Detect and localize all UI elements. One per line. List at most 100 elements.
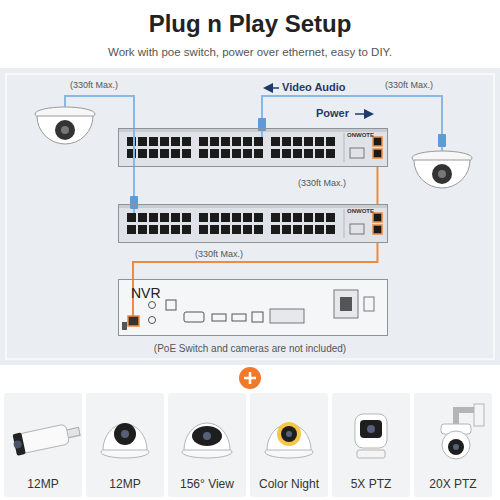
switch-box: ONWOTE (118, 204, 388, 243)
io-port (166, 300, 176, 310)
camera-face (12, 432, 25, 455)
product-tile (332, 393, 410, 497)
product-tile (414, 393, 492, 497)
product-tile: 5X PTZ (332, 393, 410, 497)
camera-base (357, 450, 385, 458)
camera-lens (286, 431, 292, 437)
switch-body (118, 204, 388, 243)
camera-lens (61, 126, 69, 134)
product-tile (168, 393, 246, 497)
audio-jack (149, 317, 156, 324)
ports (127, 213, 193, 234)
ports (271, 137, 337, 158)
ports (199, 137, 265, 158)
plus-badge (239, 367, 261, 389)
switch-box: ONWOTE (118, 128, 388, 167)
port-bank (271, 137, 337, 158)
mount-arm (456, 410, 474, 424)
ports (271, 213, 337, 234)
camera-lens (55, 120, 75, 140)
turret-camera (265, 422, 313, 458)
distance-note: (330ft Max.) (385, 80, 455, 90)
camera-lens (438, 170, 446, 178)
camera-lens (432, 164, 452, 184)
product-label: Color Night (250, 478, 328, 492)
panel-frame (6, 74, 494, 359)
rj45-plug (130, 196, 138, 209)
camera-lens (121, 430, 129, 438)
rj45-plug (438, 134, 446, 147)
cable-connector (376, 167, 378, 204)
product-tile: 12MP (4, 393, 82, 497)
subtitle: Work with poe switch, power over etherne… (0, 46, 500, 59)
dome-camera (412, 151, 472, 188)
product-label: 12MP (4, 478, 82, 492)
note: (PoE Switch and cameras are not included… (0, 343, 500, 355)
port-bank (127, 137, 193, 158)
divider (344, 133, 345, 162)
uplink-port (373, 137, 382, 146)
hdmi-port (232, 314, 246, 321)
signal-arrow (265, 87, 279, 89)
camera-face (448, 439, 464, 455)
panel (0, 68, 500, 365)
camera-face (114, 423, 136, 445)
product-label: 12MP (86, 478, 164, 492)
nvr-box: NVR (118, 279, 388, 336)
lan-port (128, 316, 139, 326)
ptz-camera (441, 404, 484, 459)
distance-note: (330ft Max.) (298, 178, 373, 188)
product-tile (4, 393, 82, 497)
power-switch (350, 224, 364, 234)
device-label: NVR (131, 285, 191, 301)
port-bank (199, 213, 265, 234)
title: Plug n Play Setup (0, 10, 500, 38)
hdmi-port (212, 314, 226, 321)
camera-body (267, 424, 311, 450)
ports (127, 137, 193, 158)
camera-body (103, 424, 147, 450)
distance-note: (330ft Max.) (70, 80, 140, 90)
turret-camera (101, 423, 149, 458)
usb-port (122, 322, 127, 330)
bullet-camera (11, 421, 81, 456)
product-tile: 12MP (86, 393, 164, 497)
terminal-block (270, 309, 304, 323)
lan-port (252, 312, 263, 322)
uplink-port (373, 213, 382, 222)
signal-label: Video Audio (282, 81, 372, 94)
camera-face (281, 426, 297, 442)
vga-port (184, 312, 204, 322)
brand-label: ONWOTE (347, 132, 375, 139)
rj45-plug (258, 118, 266, 131)
product-tile: 20X PTZ (414, 393, 492, 497)
cable-connector (133, 243, 377, 279)
uplink-port (373, 149, 382, 158)
wall-mount (474, 404, 484, 426)
distance-note: (330ft Max.) (195, 249, 270, 259)
power-switch (364, 297, 374, 311)
camera-lens (203, 432, 211, 440)
power-arrow (355, 113, 372, 115)
port-bank (199, 137, 265, 158)
audio-jack (149, 302, 156, 309)
camera-dome (37, 116, 93, 144)
product-label: 156° View (168, 478, 246, 492)
ports (199, 213, 265, 234)
camera-lens (367, 425, 375, 433)
port-bank (271, 213, 337, 234)
nvr-body (118, 279, 388, 336)
product-tile: Color Night (250, 393, 328, 497)
power-label: Power (316, 107, 356, 120)
camera-face (192, 426, 222, 446)
camera-dome (414, 160, 470, 188)
camera-lens (13, 440, 22, 449)
poe-switch (118, 204, 388, 243)
nvr-recorder (118, 279, 388, 336)
brand-label: ONWOTE (347, 208, 375, 215)
power-socket (334, 290, 358, 318)
